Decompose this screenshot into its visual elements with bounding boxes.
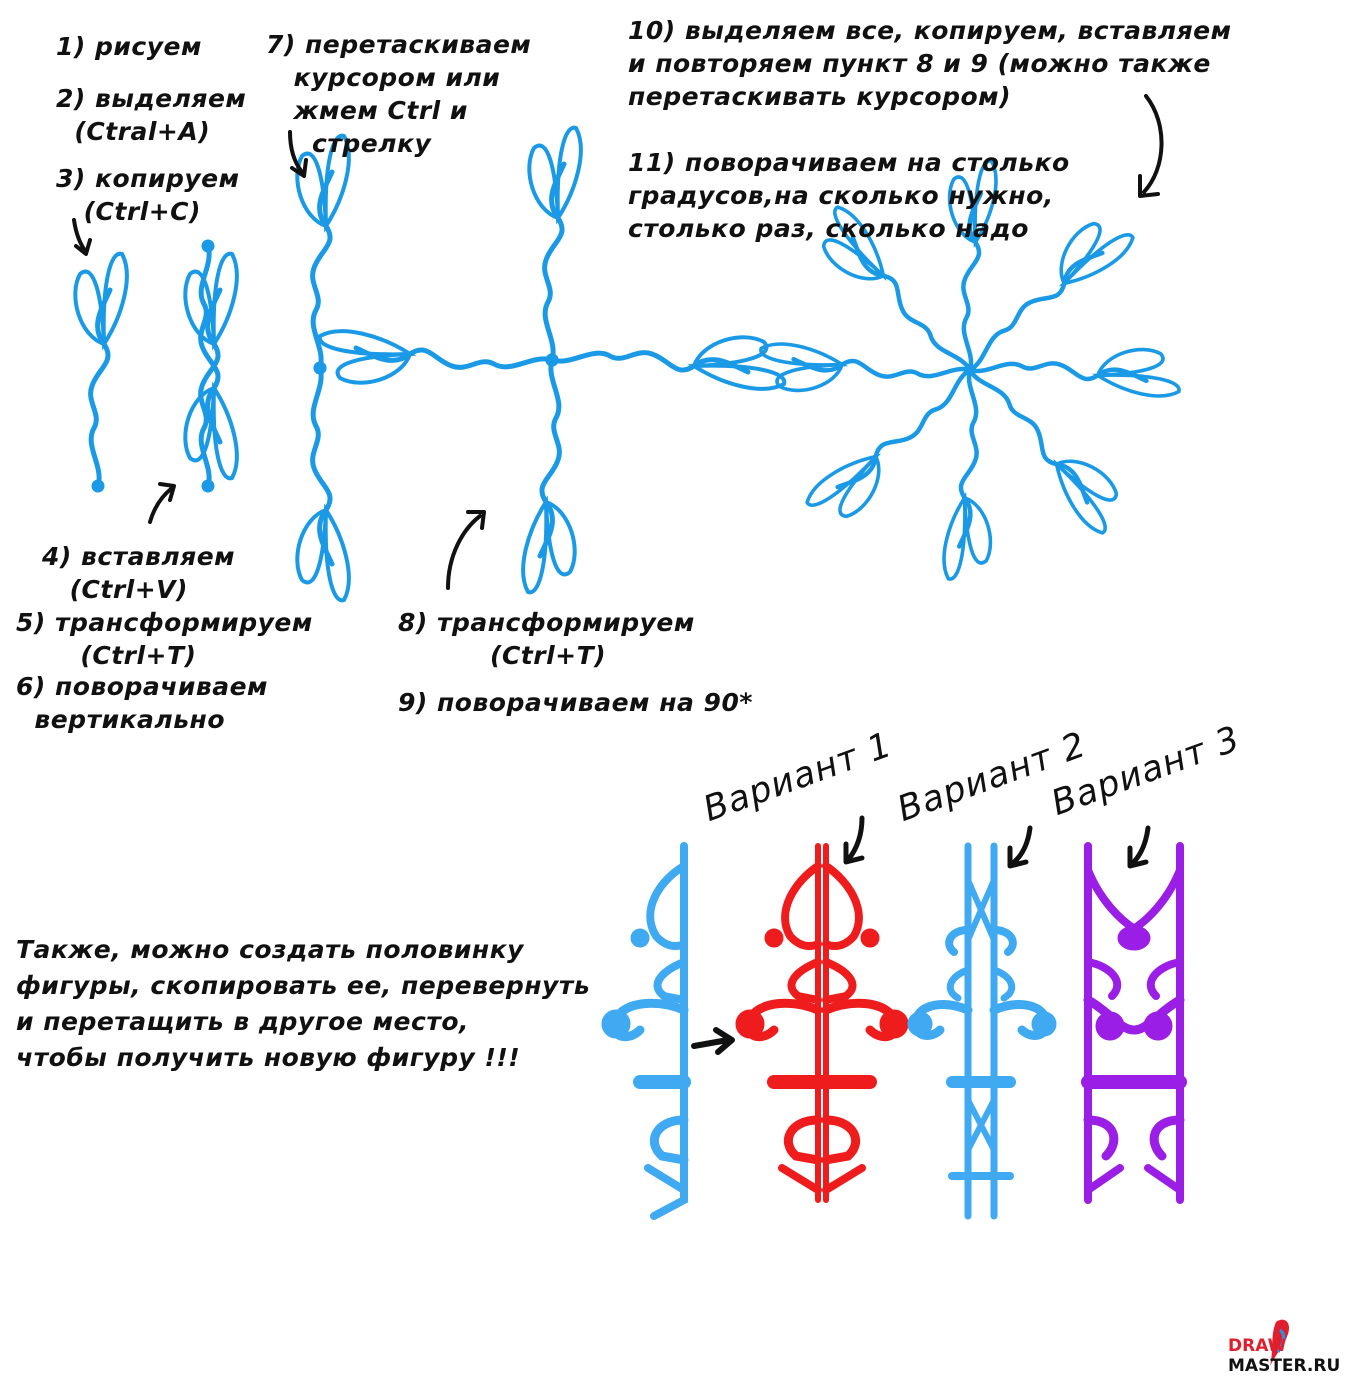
step2-label: 2) выделяем (Ctral+A) bbox=[56, 84, 247, 146]
logo-parrot-icon bbox=[1270, 1319, 1290, 1366]
step8-label: 8) трансформируем (Ctrl+T) bbox=[398, 608, 695, 670]
arrow-variant3 bbox=[1127, 825, 1151, 869]
arrow-variant1 bbox=[843, 815, 865, 865]
step5-label: 5) трансформируем (Ctrl+T) bbox=[16, 608, 313, 670]
arrow-step4 bbox=[148, 482, 176, 524]
step1-label: 1) рисуем bbox=[56, 32, 202, 61]
step11-label: 11) поворачиваем на столько градусов,на … bbox=[628, 148, 1070, 243]
arrow-note bbox=[691, 1027, 735, 1055]
step4-label: 4) вставляем (Ctrl+V) bbox=[42, 542, 236, 604]
arrow-step10 bbox=[1138, 94, 1164, 198]
step9-label: 9) поворачиваем на 90* bbox=[398, 688, 753, 717]
ornament-variant1 bbox=[735, 843, 909, 1203]
step7-label: 7) перетаскиваем курсором или жмем Ctrl … bbox=[266, 30, 532, 158]
figure-step6 bbox=[185, 240, 237, 492]
step6-label: 6) поворачиваем вертикально bbox=[16, 672, 268, 734]
figure-step1 bbox=[75, 254, 127, 492]
logo-part2: MASTER.RU bbox=[1228, 1356, 1341, 1376]
step10-label: 10) выделяем все, копируем, вставляем и … bbox=[628, 16, 1232, 111]
step3-label: 3) копируем (Ctrl+C) bbox=[56, 164, 240, 226]
ornament-variant3 bbox=[1081, 842, 1187, 1204]
logo: DRAWMASTER.RU bbox=[1228, 1336, 1372, 1376]
ornament-variant2 bbox=[907, 842, 1057, 1220]
arrow-step8 bbox=[446, 510, 486, 590]
arrow-variant2 bbox=[1007, 825, 1033, 869]
ornament-half bbox=[601, 842, 691, 1220]
logo-part1: DRAW bbox=[1228, 1336, 1287, 1356]
arrow-step7 bbox=[288, 130, 308, 178]
arrow-step3 bbox=[72, 218, 92, 256]
note-text: Также, можно создать половинку фигуры, с… bbox=[16, 935, 591, 1072]
